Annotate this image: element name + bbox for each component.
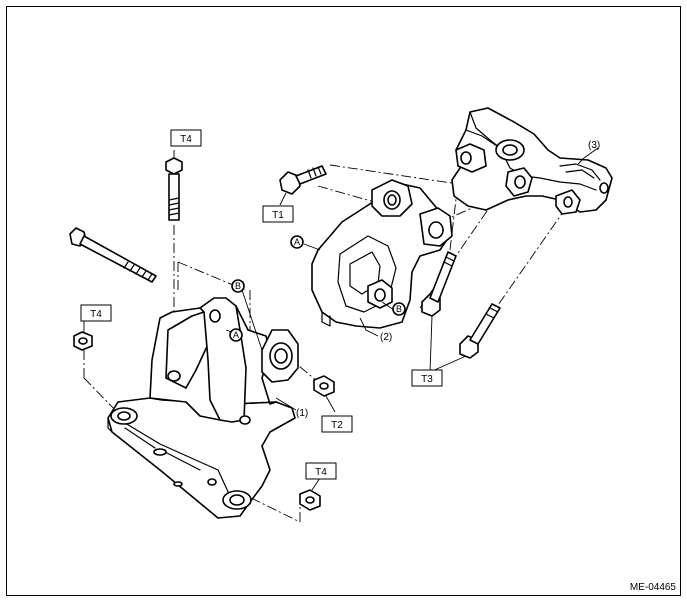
marker-a-left-text: A — [233, 330, 239, 340]
torque-label-t4-left: T4 — [80, 304, 112, 322]
torque-t4-left-text: T4 — [90, 309, 102, 320]
long-bolt — [69, 227, 157, 283]
marker-a-left: A — [229, 328, 243, 342]
torque-label-t1: T1 — [262, 205, 294, 223]
diagram-frame — [6, 6, 681, 596]
mount-part-2 — [311, 179, 453, 329]
torque-label-t2: T2 — [321, 415, 353, 433]
bracket-part-1 — [107, 297, 299, 519]
torque-t2-text: T2 — [331, 420, 343, 431]
marker-b-mid: B — [392, 302, 406, 316]
marker-a-mid: A — [290, 235, 304, 249]
torque-t4-right-text: T4 — [315, 467, 327, 478]
t4-nut-right — [299, 489, 321, 511]
t4-vertical-bolt — [165, 157, 183, 221]
leader-lines — [83, 147, 599, 491]
torque-t4-bolt-text: T4 — [180, 134, 192, 145]
t1-bolt — [279, 165, 327, 195]
part-label-2: (2) — [380, 332, 392, 343]
figure-code: ME-04465 — [630, 582, 677, 593]
marker-a-mid-text: A — [294, 237, 300, 247]
bracket-part-3 — [451, 107, 613, 215]
marker-b-left-text: B — [235, 281, 241, 291]
part-label-3: (3) — [588, 140, 600, 151]
t3-bolts — [421, 251, 501, 359]
t4-nut-left — [73, 331, 93, 351]
torque-label-t3: T3 — [411, 369, 443, 387]
t2-nut — [313, 375, 335, 397]
torque-t3-text: T3 — [421, 374, 433, 385]
torque-label-t4-right: T4 — [305, 462, 337, 480]
torque-label-t4-bolt: T4 — [170, 129, 202, 147]
marker-b-mid-text: B — [396, 304, 402, 314]
part-label-1: (1) — [296, 408, 308, 419]
torque-t1-text: T1 — [272, 210, 284, 221]
marker-b-left: B — [231, 279, 245, 293]
